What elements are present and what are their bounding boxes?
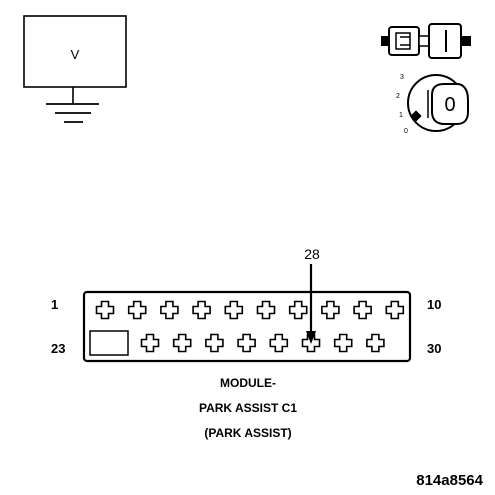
voltmeter-label: V xyxy=(71,47,80,62)
pin-callout-label: 28 xyxy=(304,246,320,262)
pin-top-10 xyxy=(385,300,405,320)
row-label-top-start: 1 xyxy=(51,297,58,312)
pin-top-8 xyxy=(321,300,340,320)
caption-line-1: MODULE- xyxy=(220,376,276,390)
row-label-bottom-start: 23 xyxy=(51,341,65,356)
connector-key-slot xyxy=(89,330,129,356)
ignition-position-0: 0 xyxy=(404,128,408,135)
pin-top-6 xyxy=(256,300,276,320)
ignition-key-label: 0 xyxy=(444,94,455,116)
callout-arrow-head xyxy=(306,331,316,344)
ignition-position-2: 2 xyxy=(396,93,400,100)
voltmeter-box xyxy=(23,15,127,88)
pin-callout: 28 xyxy=(304,246,320,344)
voltmeter-symbol: V xyxy=(23,15,127,123)
pin-top-4 xyxy=(192,300,211,320)
pin-top-9 xyxy=(353,300,372,320)
connector-c1 xyxy=(82,290,412,363)
ignition-key xyxy=(431,83,469,125)
row-label-bottom-end: 30 xyxy=(427,341,441,356)
pin-bottom-3 xyxy=(205,333,224,353)
figure-id: 814a8564 xyxy=(416,472,483,489)
pin-bottom-2 xyxy=(172,333,192,353)
pin-bottom-4 xyxy=(237,333,256,353)
ground-icon xyxy=(46,103,99,123)
pin-top-3 xyxy=(160,300,179,320)
pin-top-1 xyxy=(95,300,115,320)
ignition-switch-icon: 3 2 1 0 0 xyxy=(396,74,469,135)
pin-top-7 xyxy=(288,300,308,320)
pin-top-2 xyxy=(127,300,147,320)
pin-bottom-7 xyxy=(333,333,353,353)
ignition-position-1: 1 xyxy=(399,112,403,119)
row-label-top-end: 10 xyxy=(427,297,441,312)
caption-line-3: (PARK ASSIST) xyxy=(204,426,291,440)
ignition-position-3: 3 xyxy=(400,74,404,81)
pin-bottom-5 xyxy=(269,333,289,353)
pin-bottom-1 xyxy=(140,333,160,353)
disconnected-connector-icon xyxy=(381,23,471,59)
pin-bottom-8 xyxy=(366,333,385,353)
pin-top-5 xyxy=(224,300,244,320)
caption-line-2: PARK ASSIST C1 xyxy=(199,401,297,415)
top-pin-row xyxy=(95,300,405,320)
